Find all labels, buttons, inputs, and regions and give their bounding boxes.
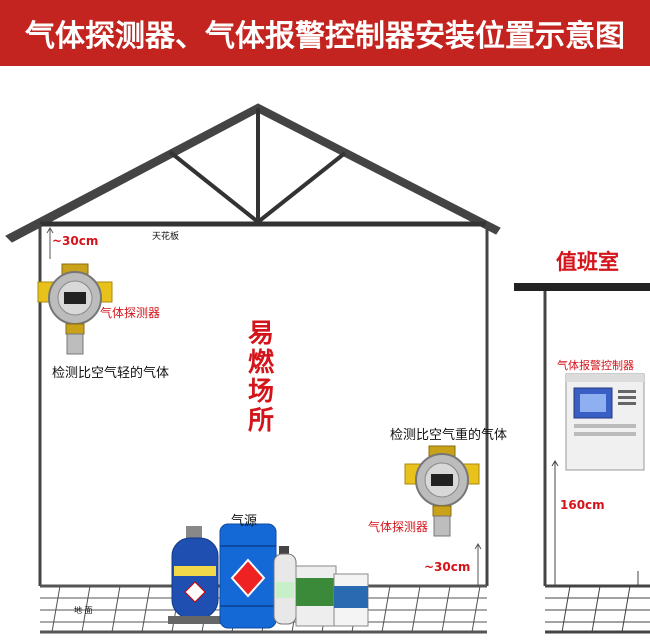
gas-cylinder-small: [274, 546, 296, 624]
controller-label: 气体报警控制器: [557, 357, 634, 373]
alarm-controller: [566, 374, 644, 470]
page-title: 气体探测器、气体报警控制器安装位置示意图: [25, 11, 625, 55]
paint-cans: [296, 566, 368, 626]
controller-height-label: 160cm: [560, 498, 605, 512]
gas-source-label: 气源: [231, 510, 257, 529]
diagram-area: 天花板 ~30cm 气体探测器 检测比空气轻的气体 易 燃 场 所 检测比空气重…: [0, 66, 650, 644]
flammable-char-1: 易: [248, 320, 274, 349]
title-banner: 气体探测器、气体报警控制器安装位置示意图: [0, 0, 650, 66]
flammable-char-3: 场: [248, 378, 274, 407]
detector-bottom-label: 气体探测器: [368, 518, 428, 535]
bottom-gap-marker: [475, 544, 481, 586]
house-illustration: [0, 66, 650, 644]
light-gas-label: 检测比空气轻的气体: [52, 362, 169, 381]
heavy-gas-label: 检测比空气重的气体: [390, 424, 507, 443]
flammable-char-2: 燃: [248, 349, 274, 378]
ceiling-label: 天花板: [152, 229, 179, 242]
roof: [6, 104, 500, 242]
bottom-gap-label: ~30cm: [424, 560, 470, 574]
gas-cylinder-propane: [168, 526, 222, 624]
gas-drum: [220, 524, 276, 628]
top-gap-label: ~30cm: [52, 234, 98, 248]
flammable-area-label: 易 燃 场 所: [248, 320, 274, 436]
detector-top-label: 气体探测器: [100, 304, 160, 321]
flammable-char-4: 所: [248, 407, 274, 436]
duty-room-label: 值班室: [556, 246, 619, 276]
floor-label: 地 面: [74, 605, 93, 616]
